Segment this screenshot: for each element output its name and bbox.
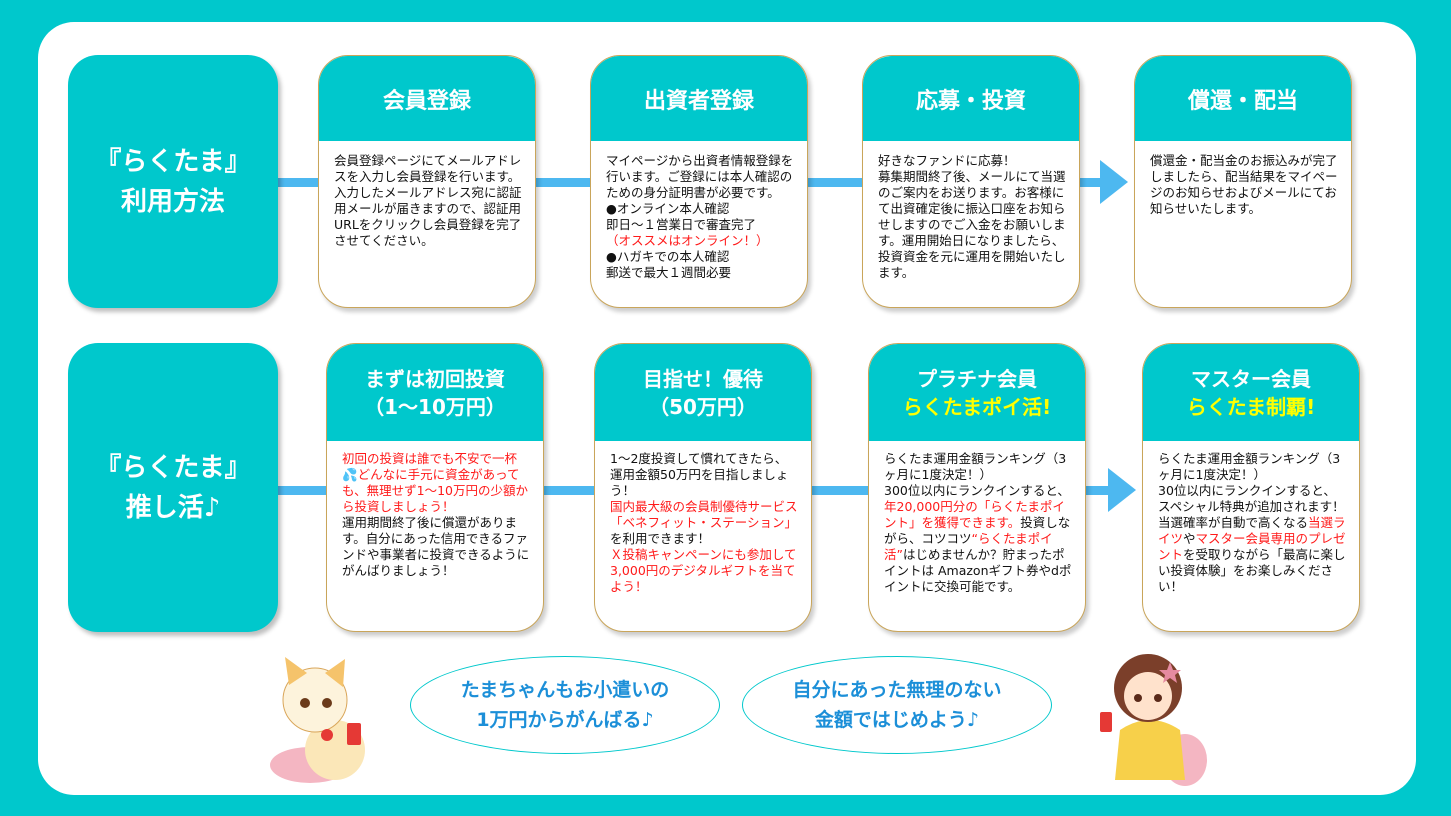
card-body: 会員登録ページにてメールアドレスを入力し会員登録を行います。入力したメールアドレ… xyxy=(319,141,535,249)
body-text: らくたま運用金額ランキング（3ヶ月に1度決定！） 300位以内にランクインすると… xyxy=(884,451,1070,498)
card-header: 出資者登録 xyxy=(591,56,807,141)
label-line: 推し活♪ xyxy=(125,492,221,523)
card-header: まずは初回投資 （1～10万円） xyxy=(327,344,543,441)
body-text: 会員登録ページにてメールアドレスを入力し会員登録を行います。入力したメールアドレ… xyxy=(334,153,522,248)
body-text: 運用期間終了後に償還があります。自分にあった信用できるファンドや事業者に投資でき… xyxy=(342,515,530,578)
body-text: らくたま運用金額ランキング（3ヶ月に1度決定！） 30位以内にランクインすると、… xyxy=(1158,451,1345,530)
body-text: マイページから出資者情報登録を行います。ご登録には本人確認のための身分証明書が必… xyxy=(606,153,794,232)
cat-character-illustration xyxy=(270,657,365,783)
highlight-text: 初回の投資は誰でも不安で一杯💦どんなに手元に資金があっても、無理せず1～10万円… xyxy=(342,451,528,514)
body-text: はじめませんか？貯まったポイントは Amazonギフト券やdポイントに交換可能で… xyxy=(884,547,1072,594)
card-title: （50万円） xyxy=(649,394,757,419)
card-subtitle: らくたまポイ活! xyxy=(902,394,1052,419)
label-line: 利用方法 xyxy=(120,186,225,217)
highlight-text: “らくたまポイ活” xyxy=(884,531,1053,562)
card-header: マスター会員らくたま制覇! xyxy=(1143,344,1359,441)
body-text: 好きなファンドに応募！ 募集期間終了後、メールにて当選のご案内をお送ります。お客… xyxy=(878,153,1066,280)
highlight-text: 国内最大級の会員制優待サービス「ベネフィット・ステーション」 xyxy=(610,499,798,530)
card-body: らくたま運用金額ランキング（3ヶ月に1度決定！） 30位以内にランクインすると、… xyxy=(1143,441,1359,595)
body-text: ●ハガキでの本人確認 郵送で最大１週間必要 xyxy=(606,249,732,280)
highlight-text: 年20,000円分の「らくたまポイント」を獲得できます。 xyxy=(884,499,1065,530)
step-card-master-member: マスター会員らくたま制覇! らくたま運用金額ランキング（3ヶ月に1度決定！） 30… xyxy=(1142,343,1360,632)
step-card-apply-invest: 応募・投資好きなファンドに応募！ 募集期間終了後、メールにて当選のご案内をお送り… xyxy=(862,55,1080,308)
highlight-text: （オススメはオンライン！） xyxy=(606,233,769,248)
highlight-text: Ｘ投稿キャンペーンにも参加して3,000円のデジタルギフトを当てよう！ xyxy=(610,547,797,594)
card-title: 償還・配当 xyxy=(1187,88,1298,114)
step-card-member-registration: 会員登録会員登録ページにてメールアドレスを入力し会員登録を行います。入力したメー… xyxy=(318,55,536,308)
bubble-text: たまちゃんもお小遣いの xyxy=(460,679,670,701)
card-header: 償還・配当 xyxy=(1135,56,1351,141)
arrow-icon xyxy=(1100,160,1128,204)
body-text: 償還金・配当金のお振込みが完了しましたら、配当結果をマイページのお知らせおよびメ… xyxy=(1150,153,1338,216)
card-title: （1～10万円） xyxy=(364,394,506,419)
arrow-icon xyxy=(1108,468,1136,512)
card-body: 償還金・配当金のお振込みが完了しましたら、配当結果をマイページのお知らせおよびメ… xyxy=(1135,141,1351,217)
label-line: 『らくたま』 xyxy=(95,452,251,483)
bubble-text: 金額ではじめよう♪ xyxy=(814,709,980,731)
card-subtitle: らくたま制覇! xyxy=(1186,394,1316,419)
body-text: や xyxy=(1183,531,1196,546)
card-header: 目指せ！優待 （50万円） xyxy=(595,344,811,441)
card-title: 会員登録 xyxy=(382,88,471,114)
card-title: 応募・投資 xyxy=(915,88,1026,114)
card-header: プラチナ会員らくたまポイ活! xyxy=(869,344,1085,441)
card-title: マスター会員 xyxy=(1191,366,1311,391)
card-body: 初回の投資は誰でも不安で一杯💦どんなに手元に資金があっても、無理せず1～10万円… xyxy=(327,441,543,579)
step-card-benefit-target: 目指せ！優待 （50万円） 1～2度投資して慣れてきたら、運用金額50万円を目指しま… xyxy=(594,343,812,632)
card-title: まずは初回投資 xyxy=(365,366,505,391)
bubble-text: 1万円からがんばる♪ xyxy=(476,709,654,731)
speech-bubble-cat: たまちゃんもお小遣いの 1万円からがんばる♪ xyxy=(410,656,720,754)
card-body: らくたま運用金額ランキング（3ヶ月に1度決定！） 300位以内にランクインすると… xyxy=(869,441,1085,595)
oshikatsu-label: 『らくたま』 推し活♪ xyxy=(68,343,278,632)
card-body: 好きなファンドに応募！ 募集期間終了後、メールにて当選のご案内をお送ります。お客… xyxy=(863,141,1079,281)
card-title: 出資者登録 xyxy=(643,88,754,114)
step-card-redemption-dividend: 償還・配当償還金・配当金のお振込みが完了しましたら、配当結果をマイページのお知ら… xyxy=(1134,55,1352,308)
speech-bubble-girl: 自分にあった無理のない 金額ではじめよう♪ xyxy=(742,656,1052,754)
body-text: 1～2度投資して慣れてきたら、運用金額50万円を目指しましょう！ xyxy=(610,451,789,498)
card-body: マイページから出資者情報登録を行います。ご登録には本人確認のための身分証明書が必… xyxy=(591,141,807,281)
body-text: 投資しながら、コツコツ xyxy=(884,515,1071,546)
girl-character-illustration xyxy=(1100,654,1207,786)
body-text: を受取りながら「最高に楽しい投資体験」をお楽しみください！ xyxy=(1158,547,1346,594)
bubble-text: 自分にあった無理のない xyxy=(792,679,1002,701)
step-card-platinum-member: プラチナ会員らくたまポイ活! らくたま運用金額ランキング（3ヶ月に1度決定！） 3… xyxy=(868,343,1086,632)
usage-label: 『らくたま』 利用方法 xyxy=(68,55,278,308)
step-card-investor-registration: 出資者登録マイページから出資者情報登録を行います。ご登録には本人確認のための身分… xyxy=(590,55,808,308)
highlight-text: 当選ライツ xyxy=(1158,515,1346,546)
card-body: 1～2度投資して慣れてきたら、運用金額50万円を目指しましょう！ 国内最大級の会… xyxy=(595,441,811,595)
card-title: 目指せ！優待 xyxy=(643,366,763,391)
highlight-text: マスター会員専用のプレゼント xyxy=(1158,531,1346,562)
body-text: を利用できます！ xyxy=(610,531,711,546)
step-card-first-investment: まずは初回投資 （1～10万円） 初回の投資は誰でも不安で一杯💦どんなに手元に資金が… xyxy=(326,343,544,632)
card-header: 応募・投資 xyxy=(863,56,1079,141)
card-title: プラチナ会員 xyxy=(917,366,1037,391)
card-header: 会員登録 xyxy=(319,56,535,141)
label-line: 『らくたま』 xyxy=(95,146,251,177)
